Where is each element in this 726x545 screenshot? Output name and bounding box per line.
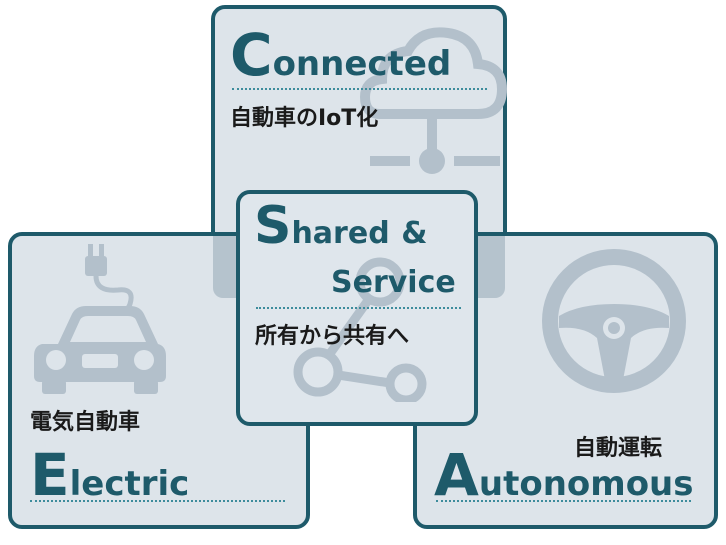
- electric-divider: [30, 500, 285, 502]
- shared-title-line2: Service: [331, 268, 456, 298]
- shared-divider: [256, 307, 461, 309]
- connected-subtitle: 自動車のIoT化: [230, 106, 379, 131]
- autonomous-rest: utonomous: [478, 464, 694, 504]
- cloud-network-icon: [360, 27, 508, 174]
- autonomous-initial: A: [434, 441, 479, 509]
- overlap-right: [477, 236, 505, 298]
- overlap-left: [213, 236, 237, 298]
- shared-line1-rest: hared: [291, 216, 390, 251]
- electric-initial: E: [30, 441, 70, 509]
- connected-rest: onnected: [272, 44, 452, 84]
- shared-line2: Service: [331, 265, 456, 300]
- steering-wheel-icon: [542, 249, 686, 393]
- car-plug-icon: [34, 244, 166, 394]
- shared-title-line1: Shared &: [254, 200, 427, 252]
- autonomous-divider: [436, 500, 691, 502]
- shared-subtitle: 所有から共有へ: [255, 324, 410, 349]
- connected-title: Connected: [230, 26, 451, 84]
- shared-ampersand: &: [401, 216, 428, 251]
- autonomous-subtitle: 自動運転: [574, 436, 663, 461]
- autonomous-title: Autonomous: [434, 446, 694, 504]
- connected-divider: [232, 88, 487, 90]
- electric-title: Electric: [30, 446, 189, 504]
- electric-rest: lectric: [69, 464, 190, 504]
- connected-initial: C: [230, 21, 273, 89]
- electric-subtitle: 電気自動車: [30, 410, 141, 435]
- shared-initial: S: [254, 196, 292, 256]
